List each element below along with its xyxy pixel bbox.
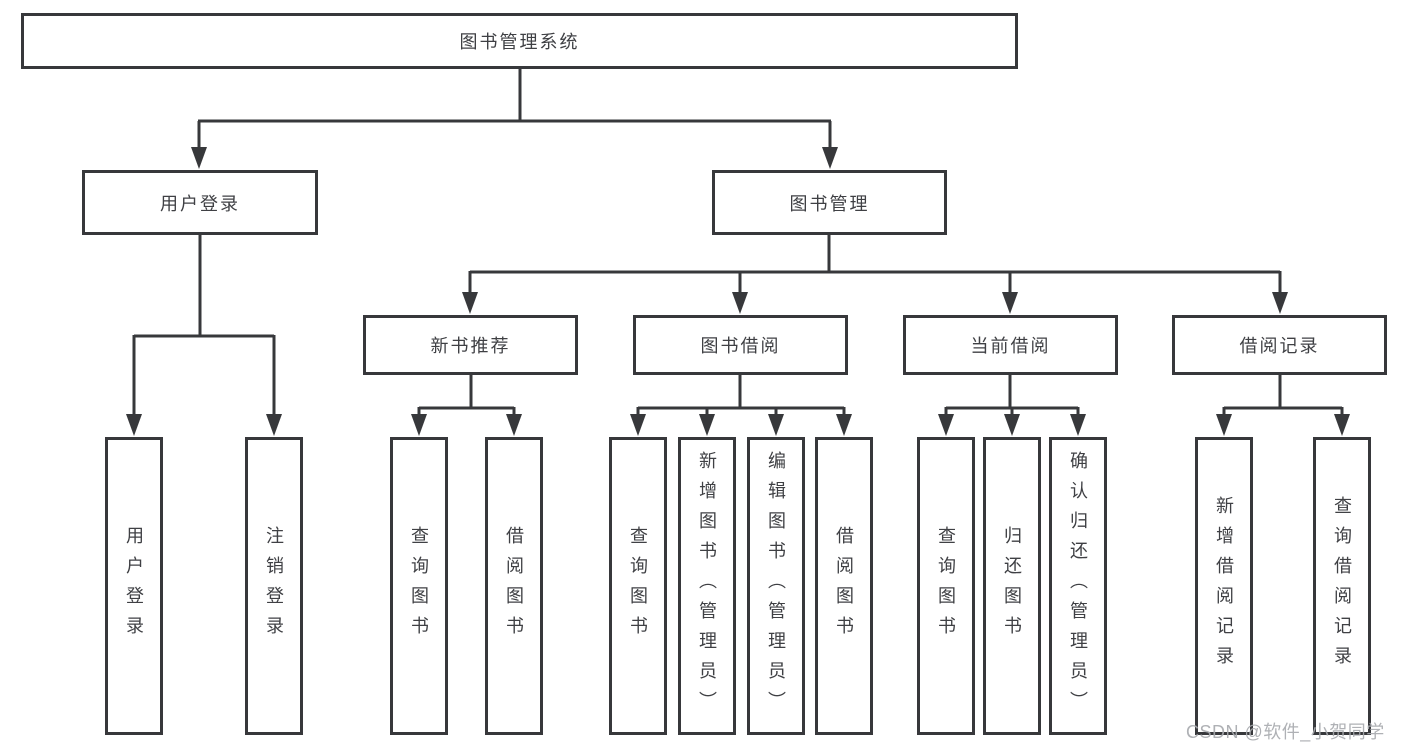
node-borrowing-records: 借阅记录 [1172,315,1387,375]
leaf-bb-query-books: 查询图书 [609,437,667,735]
node-user-login: 用户登录 [82,170,318,235]
leaf-cb-confirm-return-admin: 确认归还（管理员） [1049,437,1107,735]
connector-new-book-recommend-branch [417,375,516,418]
node-book-management: 图书管理 [712,170,947,235]
node-label: 新书推荐 [430,336,511,356]
node-label: 借阅图书 [504,526,524,646]
node-label: 编辑图书（管理员） [766,451,786,721]
node-label: 归还图书 [1002,526,1022,646]
node-label: 当前借阅 [970,336,1051,356]
node-library-management-system: 图书管理系统 [21,13,1018,69]
leaf-bb-borrow-books: 借阅图书 [815,437,873,735]
connector-book-management-branch [468,235,1282,296]
connector-root-to-level2 [197,69,832,151]
node-label: 查询图书 [936,526,956,646]
node-label: 注销登录 [264,526,284,646]
node-label: 图书管理 [789,193,870,214]
node-current-borrowing: 当前借阅 [903,315,1118,375]
leaf-cb-return-books: 归还图书 [983,437,1041,735]
csdn-watermark: CSDN @软件_小贺同学 [1186,722,1385,742]
node-label: 图书管理系统 [459,32,580,52]
leaf-user-login: 用户登录 [105,437,163,735]
node-new-book-recommendation: 新书推荐 [363,315,578,375]
node-label: 查询图书 [628,526,648,646]
leaf-cb-query-books: 查询图书 [917,437,975,735]
node-label: 用户登录 [160,193,240,214]
leaf-logout-login: 注销登录 [245,437,303,735]
leaf-nbr-query-books: 查询图书 [390,437,448,735]
node-label: 借阅记录 [1239,336,1320,356]
node-label: 确认归还（管理员） [1068,451,1088,721]
connector-current-borrowing-branch [944,375,1080,418]
node-label: 用户登录 [124,526,144,646]
connector-book-borrowing-branch [636,375,846,418]
connector-borrowing-records-branch [1222,375,1344,418]
node-label: 图书借阅 [700,336,781,356]
leaf-bb-edit-books-admin: 编辑图书（管理员） [747,437,805,735]
leaf-br-add-borrow-record: 新增借阅记录 [1195,437,1253,735]
node-label: 查询借阅记录 [1332,496,1352,676]
node-label: 新增借阅记录 [1214,496,1234,676]
node-label: 查询图书 [409,526,429,646]
leaf-nbr-borrow-books: 借阅图书 [485,437,543,735]
leaf-br-query-borrow-record: 查询借阅记录 [1313,437,1371,735]
leaf-bb-add-books-admin: 新增图书（管理员） [678,437,736,735]
node-label: 新增图书（管理员） [697,451,717,721]
arrowheads [126,147,1350,436]
connector-user-login-branch [132,235,276,418]
node-book-borrowing: 图书借阅 [633,315,848,375]
node-label: 借阅图书 [834,526,854,646]
